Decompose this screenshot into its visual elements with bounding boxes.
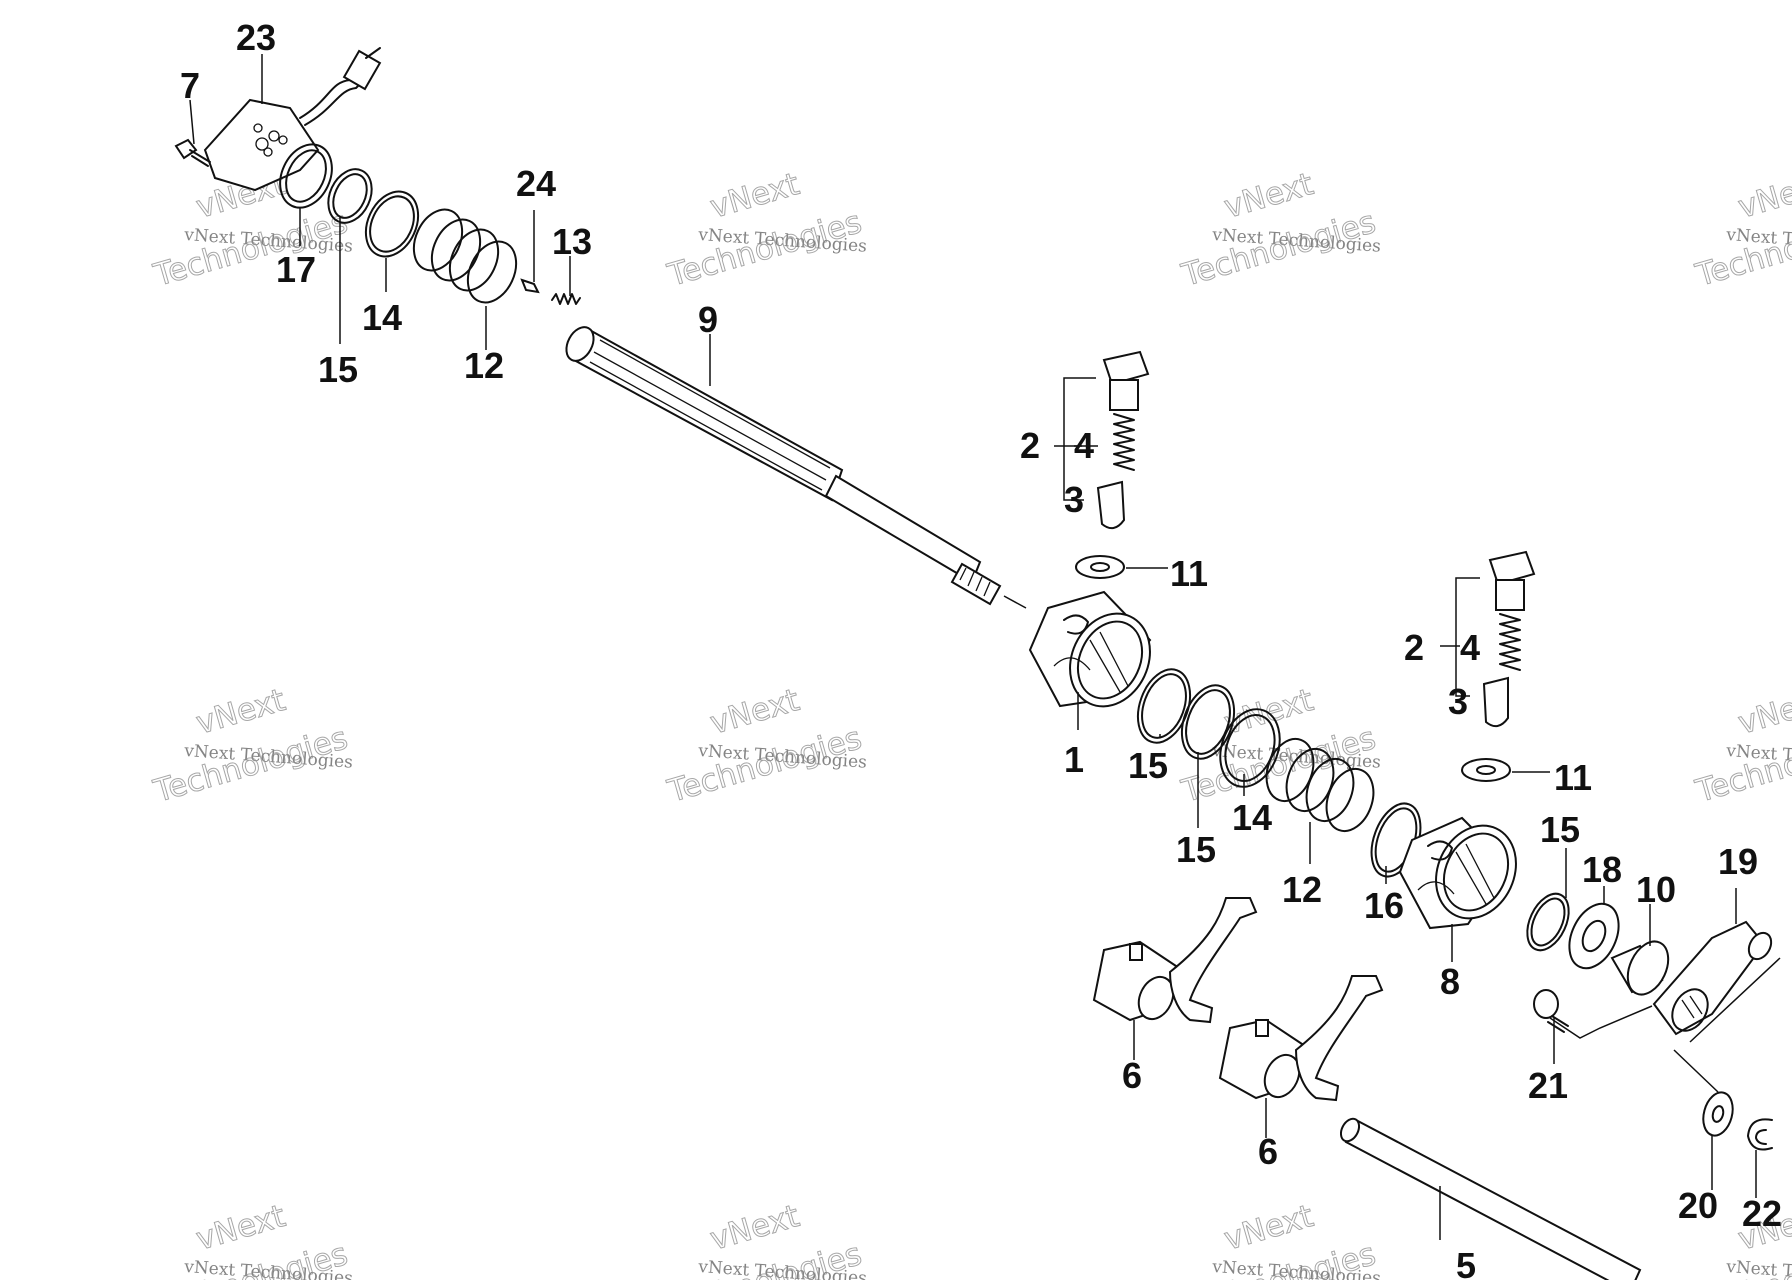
callout-18: 18 [1582, 849, 1622, 890]
watermark-text: vNext [706, 166, 803, 226]
callout-9: 9 [698, 299, 718, 340]
callout-10: 10 [1636, 869, 1676, 910]
watermark-text: vNext [1734, 682, 1792, 742]
callout-15: 15 [1540, 809, 1580, 850]
part-9-shaft [565, 326, 1027, 609]
callout-2: 2 [1020, 425, 1040, 466]
part-12-spring-left [412, 208, 518, 304]
part-ring-middle-cluster [1136, 668, 1422, 878]
watermark-text: vNext [706, 1198, 803, 1258]
callout-15: 15 [318, 349, 358, 390]
part-ring-right-cluster [1526, 892, 1670, 996]
callout-5: 5 [1456, 1245, 1476, 1280]
watermark-text: vNext [1220, 166, 1317, 226]
callout-6: 6 [1258, 1131, 1278, 1172]
part-detent-lower [1440, 550, 1536, 728]
callout-24: 24 [516, 163, 556, 204]
part-22-clip [1747, 1118, 1773, 1151]
part-8-drum [1398, 816, 1517, 930]
callout-14: 14 [362, 297, 402, 338]
callout-12: 12 [1282, 869, 1322, 910]
part-6-fork-upper [1092, 897, 1258, 1024]
watermark-text: vNext [192, 1198, 289, 1258]
callout-17: 17 [276, 249, 316, 290]
part-24-pin [520, 278, 540, 294]
part-21-bolt [1533, 989, 1653, 1064]
part-19-shift-arm [1652, 888, 1773, 1036]
watermark-text: vNext [706, 682, 803, 742]
callout-8: 8 [1440, 961, 1460, 1002]
part-detent-upper [1054, 350, 1150, 530]
part-20-washer [1702, 1091, 1734, 1137]
leader-lines [189, 54, 1757, 1198]
callout-15: 15 [1176, 829, 1216, 870]
watermark-text: vNext Technologies [1725, 1257, 1792, 1280]
part-1-drum [1028, 590, 1152, 708]
callout-16: 16 [1364, 885, 1404, 926]
part-11-washer-lower [1461, 758, 1550, 782]
part-5-fork-shaft [1339, 1117, 1642, 1280]
callout-2: 2 [1404, 627, 1424, 668]
callout-3: 3 [1448, 681, 1468, 722]
watermark-text: vNext [1734, 166, 1792, 226]
callout-7: 7 [180, 65, 200, 106]
watermark-text: vNext [192, 682, 289, 742]
part-6-fork-lower [1218, 975, 1384, 1102]
callout-labels: 23 7 17 15 14 12 24 13 9 2 4 3 11 1 15 1… [180, 17, 1782, 1280]
callout-3: 3 [1064, 479, 1084, 520]
callout-11: 11 [1554, 757, 1592, 798]
callout-20: 20 [1678, 1185, 1718, 1226]
callout-14: 14 [1232, 797, 1272, 838]
part-13-small-spring [551, 293, 581, 305]
callout-4: 4 [1074, 425, 1094, 466]
callout-12: 12 [464, 345, 504, 386]
callout-22: 22 [1742, 1193, 1782, 1234]
callout-11: 11 [1170, 553, 1208, 594]
callout-15: 15 [1128, 745, 1168, 786]
callout-19: 19 [1718, 841, 1758, 882]
callout-6: 6 [1122, 1055, 1142, 1096]
callout-4: 4 [1460, 627, 1480, 668]
watermark-text: vNext [1220, 1198, 1317, 1258]
part-7-bolt [174, 138, 211, 167]
part-11-washer-upper [1075, 555, 1168, 579]
callout-23: 23 [236, 17, 276, 58]
callout-1: 1 [1064, 739, 1084, 780]
callout-13: 13 [552, 221, 592, 262]
callout-21: 21 [1528, 1065, 1568, 1106]
